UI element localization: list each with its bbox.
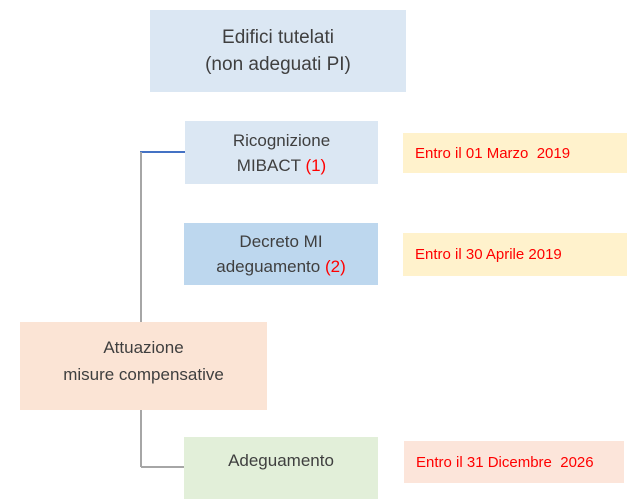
ricognizione-line2: MIBACT (1) — [237, 153, 326, 178]
adeguamento-box: Adeguamento — [184, 437, 378, 499]
deadline-box-dicembre-2026: Entro il 31 Dicembre 2026 — [404, 441, 624, 483]
connector-gray-horizontal-line — [141, 466, 184, 468]
connector-gray-vertical-line-bottom — [140, 410, 142, 467]
deadline-box-aprile-2019: Entro il 30 Aprile 2019 — [403, 233, 627, 276]
attuazione-misure-compensative-box: Attuazione misure compensative — [20, 322, 267, 410]
root-box-edifici-tutelati: Edifici tutelati (non adeguati PI) — [150, 10, 406, 92]
ricognizione-ref-number: (1) — [305, 155, 327, 175]
decreto-ref-number: (2) — [324, 257, 346, 276]
decreto-line2-text: adeguamento — [216, 257, 321, 276]
decreto-line1: Decreto MI — [239, 232, 323, 251]
root-box-line2: (non adeguati PI) — [205, 54, 351, 75]
deadline-marzo-2019-label: Entro il 01 Marzo 2019 — [415, 144, 571, 162]
ricognizione-mibact-box: Ricognizione MIBACT (1) — [185, 121, 378, 184]
deadline-box-marzo-2019: Entro il 01 Marzo 2019 — [403, 133, 627, 173]
attuazione-line2: misure compensative — [63, 365, 224, 384]
root-box-line1: Edifici tutelati — [222, 27, 334, 48]
connector-gray-vertical-line-top — [140, 152, 142, 322]
attuazione-line1: Attuazione — [103, 338, 184, 357]
connector-blue-horizontal-line — [140, 151, 185, 153]
ricognizione-line2-text: MIBACT — [236, 155, 301, 175]
decreto-line2: adeguamento (2) — [216, 254, 346, 279]
deadline-dicembre-2026-label: Entro il 31 Dicembre 2026 — [416, 453, 594, 471]
deadline-aprile-2019-label: Entro il 30 Aprile 2019 — [415, 246, 562, 263]
adeguamento-label: Adeguamento — [228, 451, 334, 470]
ricognizione-line1: Ricognizione — [232, 130, 331, 150]
decreto-mi-adeguamento-box: Decreto MI adeguamento (2) — [184, 223, 378, 285]
